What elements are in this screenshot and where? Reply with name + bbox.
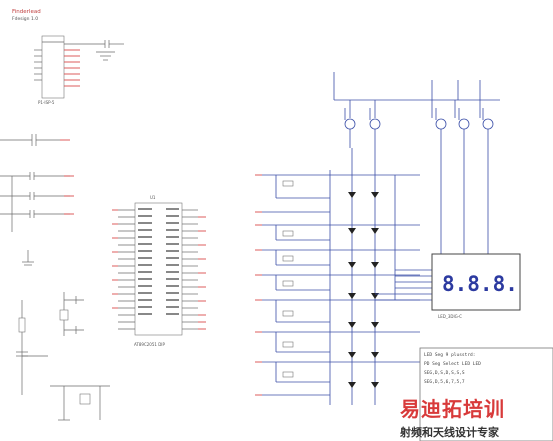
power-supply-block [50,385,110,421]
note-box: LED Seg 9 plusstrd: PD Seg Select LED LE… [419,347,553,441]
note-line-4: SEG,D,5,6,7,5,7 [424,379,465,385]
seven-segment-display: 8.8.8. LED_3DIG-C [431,253,521,319]
watermark-subtitle: 射频和天线设计专家 [399,425,500,439]
isp-header-connector: P1-ISP-5 [34,35,80,105]
top-left-sublabel: Fdesign 1.0 [12,16,38,22]
transistor-bank [333,72,500,148]
watermark-title: 易迪拓培训 [400,397,505,421]
isp-header-ref: P1-ISP-5 [38,100,55,105]
top-left-label: Finderlead [12,9,41,15]
display-ref: LED_3DIG-C [438,314,462,319]
note-line-1: LED Seg 9 plusstrd: [424,352,475,358]
display-digits: 8.8.8. [442,272,518,296]
decoupling-capacitor [64,40,124,61]
segment-driver-rows [255,148,420,405]
mcu-chip: U1 AT89C2051 DIP [112,195,206,347]
left-input-circuits [0,134,70,266]
display-bus-lines [375,148,489,301]
mcu-part-label: AT89C2051 DIP [134,342,165,347]
note-line-3: SEG,D,S,D,S,S,S [424,370,465,376]
crystal-oscillator [59,292,84,336]
watermark: 易迪拓培训 射频和天线设计专家 [399,397,505,439]
mcu-ref: U1 [150,195,156,200]
note-line-2: PD Seg Select LED LED [424,361,481,367]
reset-circuit [16,300,48,395]
